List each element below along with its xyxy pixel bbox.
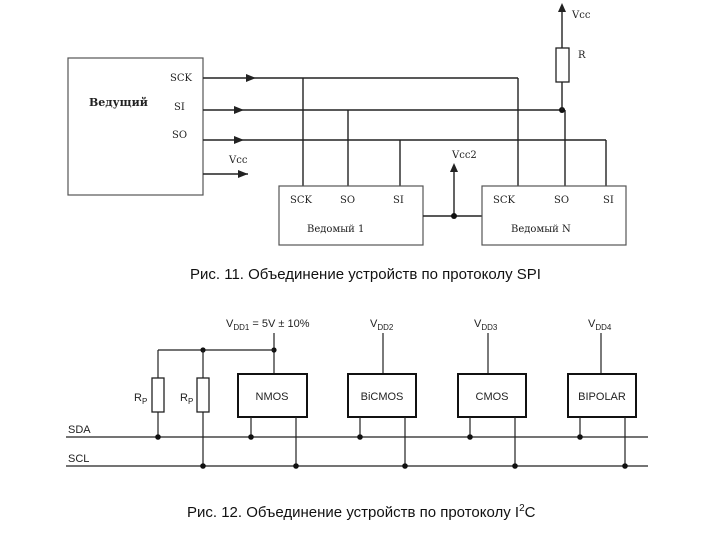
- resistor-r-label: R: [578, 50, 586, 61]
- scl-dot: [200, 463, 206, 469]
- sda-label: SDA: [68, 424, 91, 436]
- rp2-label: RP: [180, 392, 193, 406]
- slave1-box: [278, 185, 424, 246]
- slave1-name: Ведомый 1: [307, 224, 364, 235]
- nmos-box: [237, 373, 308, 418]
- bipolar-label: BIPOLAR: [578, 391, 626, 403]
- vcc2-arrow: [450, 163, 458, 172]
- scl-dot: [512, 463, 518, 469]
- vcc-top-label: Vcc: [571, 10, 591, 21]
- sda-dot: [577, 434, 583, 440]
- spi-diagram: Ведущий SCK SI SO Vcc Vcc R SCK: [67, 3, 627, 283]
- slaveN-name: Ведомый N: [511, 224, 571, 235]
- slaveN-sck-label: SCK: [493, 195, 516, 206]
- slaveN-si-label: SI: [603, 195, 614, 206]
- slave1-so-label: SO: [340, 195, 355, 206]
- nmos-label: NMOS: [256, 391, 289, 403]
- master-label: Ведущий: [89, 96, 148, 109]
- master-vcc-label: Vcc: [228, 155, 248, 166]
- bicmos-box: [347, 373, 417, 418]
- sck-arrow: [246, 74, 256, 82]
- sda-dot: [467, 434, 473, 440]
- vdd4-label: VDD4: [588, 318, 612, 332]
- master-si-label: SI: [174, 102, 185, 113]
- vdd3-label: VDD3: [474, 318, 498, 332]
- vcc2-junction-dot: [451, 213, 457, 219]
- cmos-box: [457, 373, 527, 418]
- slave1-si-label: SI: [393, 195, 404, 206]
- vcc-in-arrow: [238, 170, 248, 178]
- master-box: [67, 57, 204, 196]
- vdd2-label: VDD2: [370, 318, 394, 332]
- master-sck-label: SCK: [170, 73, 193, 84]
- sda-dot: [248, 434, 254, 440]
- rp1-resistor: [151, 377, 165, 413]
- scl-dot: [402, 463, 408, 469]
- cmos-label: CMOS: [476, 391, 509, 403]
- scl-dot: [622, 463, 628, 469]
- slaveN-so-label: SO: [554, 195, 569, 206]
- sda-dot: [155, 434, 161, 440]
- rp2-resistor: [196, 377, 210, 413]
- bipolar-box: [567, 373, 637, 418]
- rp1-label: RP: [134, 392, 147, 406]
- si-arrow: [234, 106, 244, 114]
- scl-label: SCL: [68, 453, 89, 465]
- i2c-caption: Рис. 12. Объединение устройств по проток…: [187, 503, 536, 521]
- resistor-r: [555, 47, 570, 83]
- scl-dot: [293, 463, 299, 469]
- i2c-diagram: VDD1 = 5V ± 10% VDD2 VDD3 VDD4 RP RP: [66, 318, 648, 521]
- spi-caption: Рис. 11. Объединение устройств по проток…: [190, 266, 541, 283]
- vcc2-label: Vcc2: [451, 150, 477, 161]
- slave1-sck-label: SCK: [290, 195, 313, 206]
- so-arrow: [234, 136, 244, 144]
- slaveN-box: [481, 185, 627, 246]
- master-so-label: SO: [172, 130, 187, 141]
- vcc-top-arrow: [558, 3, 566, 12]
- sda-dot: [357, 434, 363, 440]
- vdd1-label: VDD1 = 5V ± 10%: [226, 318, 310, 332]
- bicmos-label: BiCMOS: [361, 391, 404, 403]
